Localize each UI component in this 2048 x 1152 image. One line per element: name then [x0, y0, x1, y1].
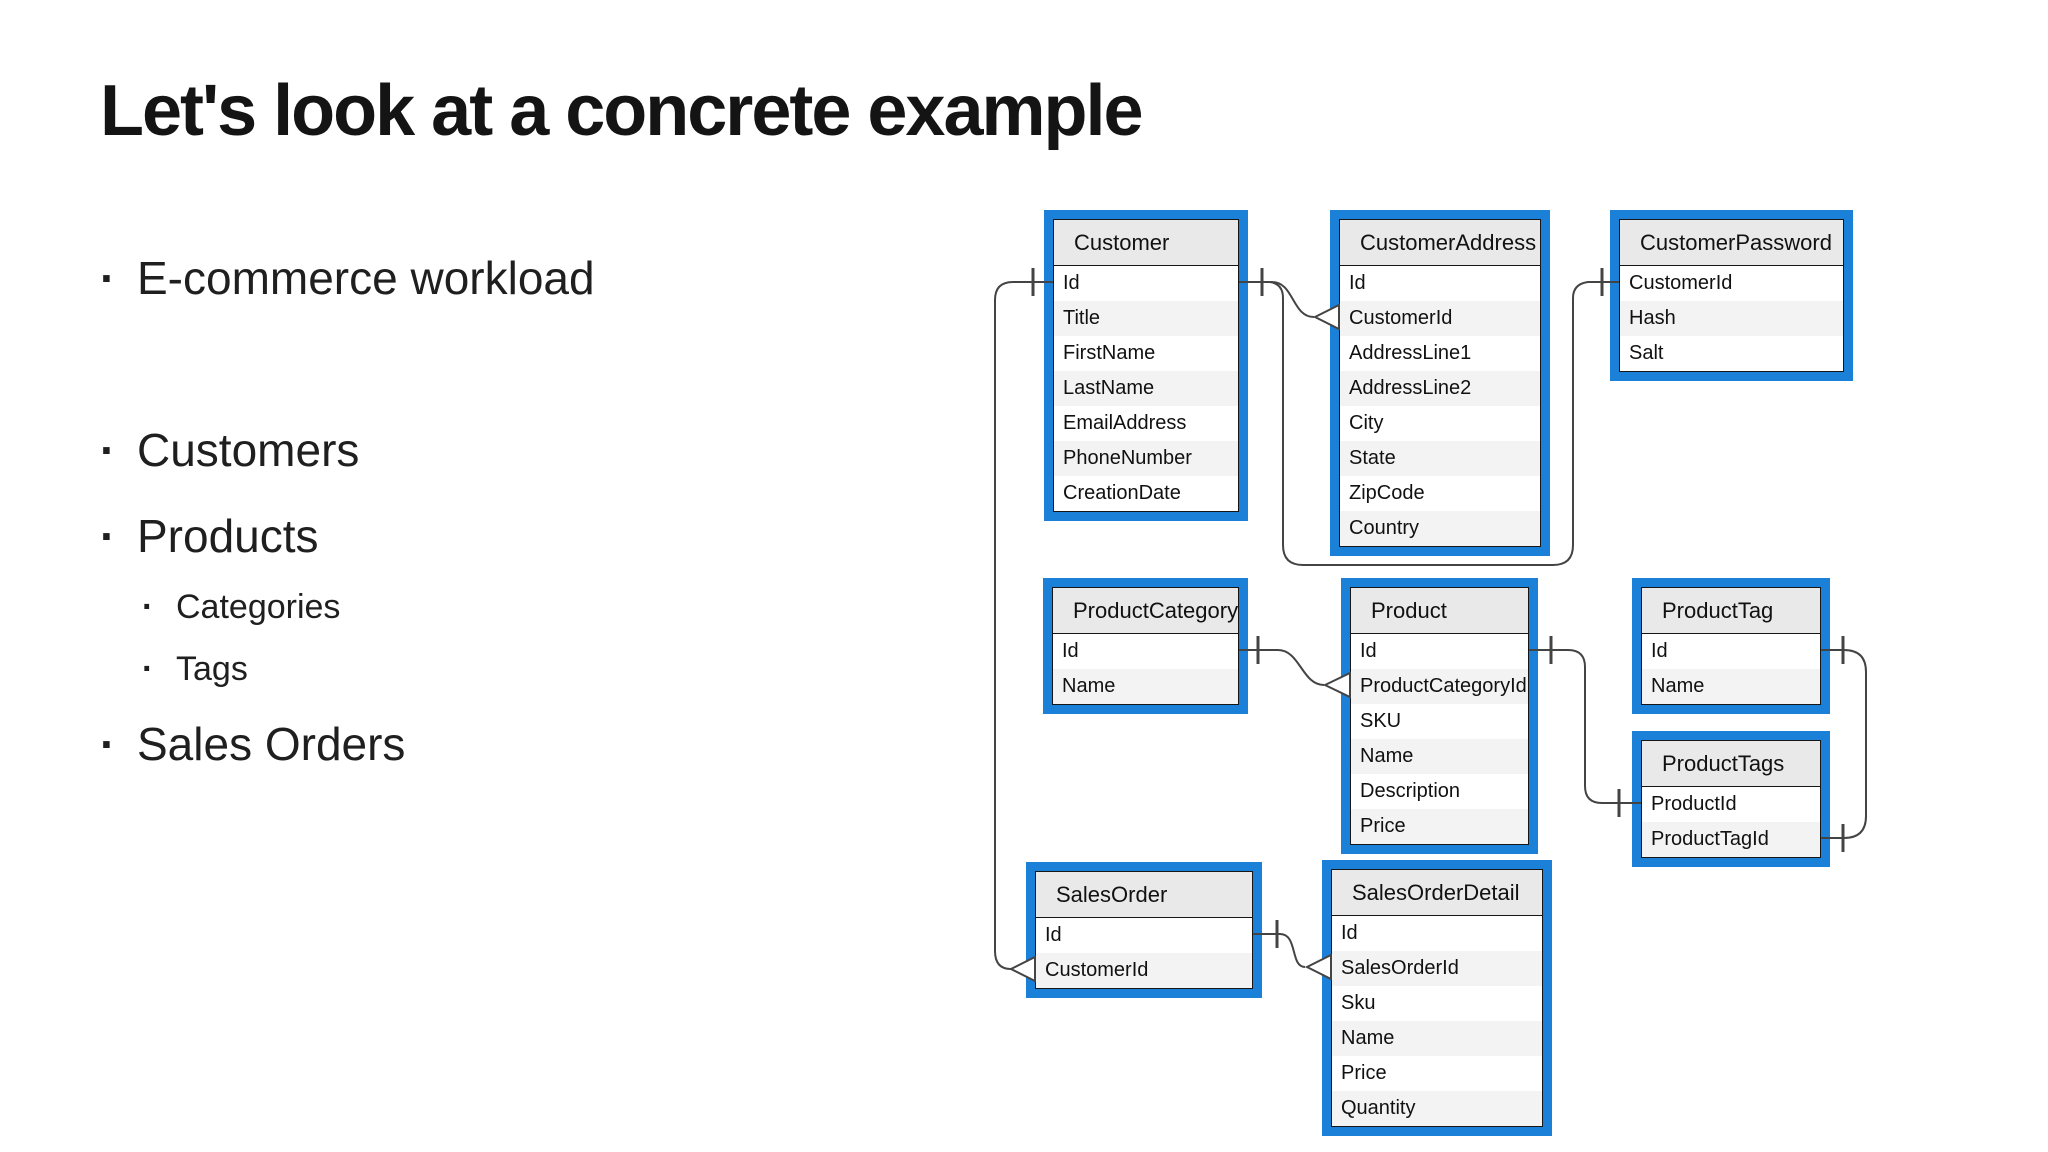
- table-field: AddressLine1: [1340, 336, 1540, 371]
- table-field: Id: [1642, 634, 1820, 669]
- table-title: CustomerAddress: [1340, 220, 1540, 266]
- table-field: ProductCategoryId: [1351, 669, 1528, 704]
- table-field: EmailAddress: [1054, 406, 1238, 441]
- table-field: Name: [1332, 1021, 1542, 1056]
- entity-table-customer-address: CustomerAddress Id CustomerId AddressLin…: [1330, 210, 1550, 556]
- bullet-label: Tags: [176, 649, 248, 688]
- table-field: Description: [1351, 774, 1528, 809]
- bullet-label: Categories: [176, 587, 341, 626]
- entity-table-product-tag: ProductTag Id Name: [1632, 578, 1830, 714]
- table-title: SalesOrderDetail: [1332, 870, 1542, 916]
- relationship-customer-customeraddress: [1239, 268, 1340, 331]
- table-field: Price: [1351, 809, 1528, 844]
- table-field: Id: [1053, 634, 1238, 669]
- table-field: Price: [1332, 1056, 1542, 1091]
- table-title: Product: [1351, 588, 1528, 634]
- entity-table-product-category: ProductCategory Id Name: [1043, 578, 1248, 714]
- table-title: SalesOrder: [1036, 872, 1252, 918]
- bullet-dot-icon: ·: [100, 510, 116, 562]
- table-field: Quantity: [1332, 1091, 1542, 1126]
- table-title: ProductTags: [1642, 741, 1820, 787]
- table-field: Name: [1053, 669, 1238, 704]
- bullet-products: · Products: [100, 508, 319, 564]
- bullet-ecommerce-workload: · E-commerce workload: [100, 250, 595, 306]
- bullet-dot-icon: ·: [142, 587, 154, 626]
- entity-table-sales-order: SalesOrder Id CustomerId: [1026, 862, 1262, 998]
- table-title: Customer: [1054, 220, 1238, 266]
- table-field: Id: [1351, 634, 1528, 669]
- table-field: Id: [1036, 918, 1252, 953]
- table-field: SalesOrderId: [1332, 951, 1542, 986]
- table-field: CustomerId: [1036, 953, 1252, 988]
- relationship-line: [1529, 649, 1641, 804]
- bullet-label: E-commerce workload: [137, 252, 595, 304]
- entity-table-product: Product Id ProductCategoryId SKU Name De…: [1341, 578, 1538, 854]
- bullet-label: Products: [137, 510, 319, 562]
- table-field: Id: [1340, 266, 1540, 301]
- table-field: AddressLine2: [1340, 371, 1540, 406]
- table-field: SKU: [1351, 704, 1528, 739]
- entity-table-product-tags: ProductTags ProductId ProductTagId: [1632, 731, 1830, 867]
- bullet-sales-orders: · Sales Orders: [100, 716, 405, 772]
- table-field: ProductTagId: [1642, 822, 1820, 857]
- table-field: ZipCode: [1340, 476, 1540, 511]
- table-field: Country: [1340, 511, 1540, 546]
- bullet-tags: · Tags: [142, 648, 248, 690]
- bullet-label: Customers: [137, 424, 360, 476]
- table-field: Title: [1054, 301, 1238, 336]
- table-title: ProductCategory: [1053, 588, 1238, 634]
- table-field: Sku: [1332, 986, 1542, 1021]
- relationship-salesorder-salesorderdetail: [1253, 920, 1332, 981]
- bullet-label: Sales Orders: [137, 718, 406, 770]
- table-field: City: [1340, 406, 1540, 441]
- relationship-line: [1239, 649, 1325, 686]
- bullet-dot-icon: ·: [142, 649, 154, 688]
- table-title: ProductTag: [1642, 588, 1820, 634]
- bullet-dot-icon: ·: [100, 424, 116, 476]
- table-field: Id: [1054, 266, 1238, 301]
- table-title: CustomerPassword: [1620, 220, 1843, 266]
- page-title: Let's look at a concrete example: [100, 71, 1144, 151]
- table-field: LastName: [1054, 371, 1238, 406]
- table-field: CustomerId: [1620, 266, 1843, 301]
- table-field: PhoneNumber: [1054, 441, 1238, 476]
- bullet-dot-icon: ·: [100, 718, 116, 770]
- table-field: CreationDate: [1054, 476, 1238, 511]
- table-field: Name: [1642, 669, 1820, 704]
- entity-table-sales-order-detail: SalesOrderDetail Id SalesOrderId Sku Nam…: [1322, 860, 1552, 1136]
- bullet-dot-icon: ·: [100, 252, 116, 304]
- table-field: Id: [1332, 916, 1542, 951]
- relationship-line: [1239, 281, 1315, 318]
- table-field: Hash: [1620, 301, 1843, 336]
- bullet-categories: · Categories: [142, 586, 340, 628]
- table-field: ProductId: [1642, 787, 1820, 822]
- relationship-product-producttags: [1529, 636, 1641, 817]
- table-field: CustomerId: [1340, 301, 1540, 336]
- bullet-customers: · Customers: [100, 422, 359, 478]
- entity-table-customer: Customer Id Title FirstName LastName Ema…: [1044, 210, 1248, 521]
- relationship-productcategory-product: [1239, 636, 1351, 699]
- table-field: FirstName: [1054, 336, 1238, 371]
- table-field: State: [1340, 441, 1540, 476]
- table-field: Name: [1351, 739, 1528, 774]
- table-field: Salt: [1620, 336, 1843, 371]
- entity-table-customer-password: CustomerPassword CustomerId Hash Salt: [1610, 210, 1853, 381]
